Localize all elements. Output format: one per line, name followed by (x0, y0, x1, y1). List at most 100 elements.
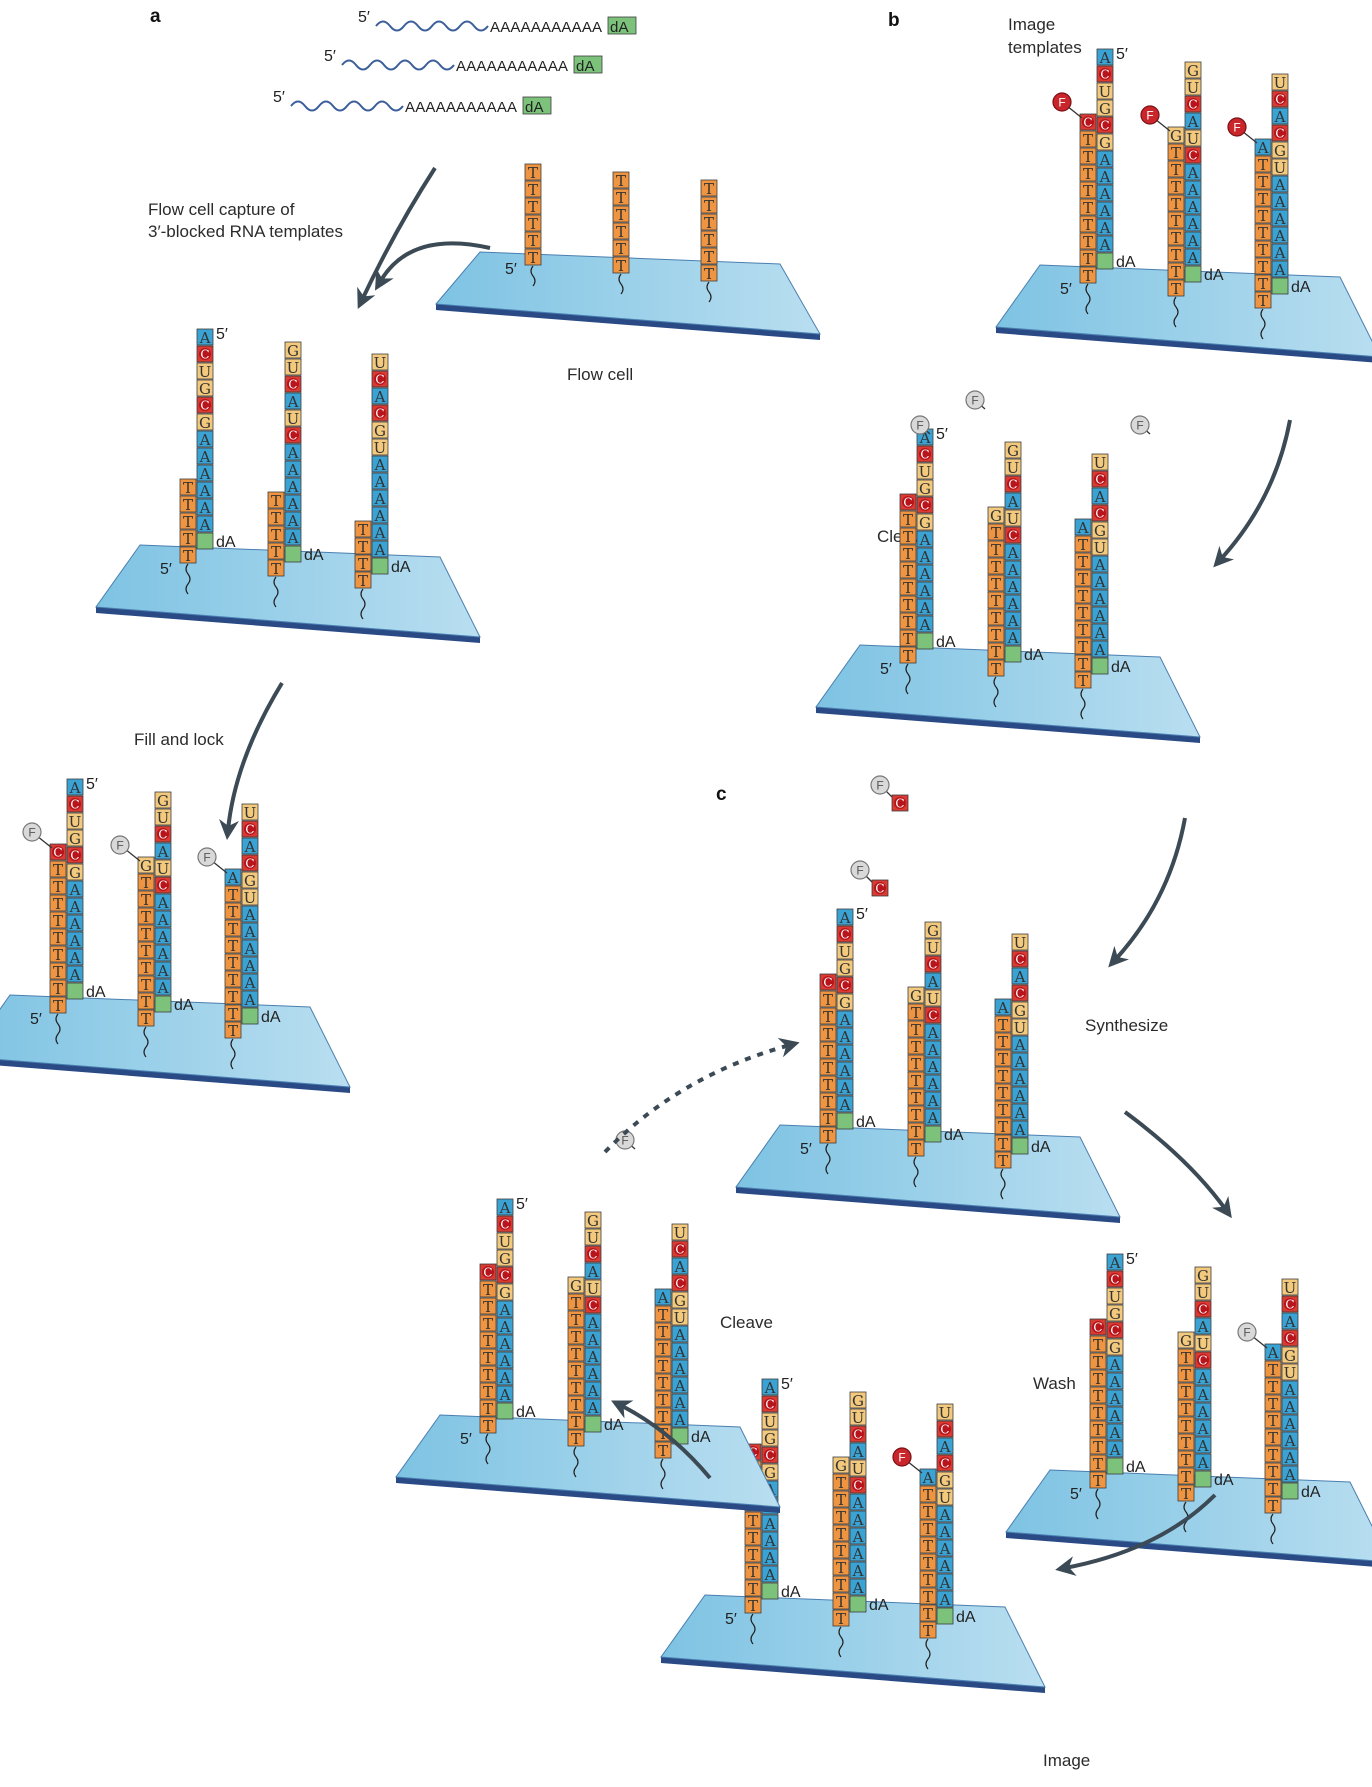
nucleotide-letter: C (70, 798, 79, 812)
nucleotide-letter: T (748, 1563, 758, 1581)
nucleotide-square (371, 455, 389, 473)
nucleotide-letter: T (1083, 250, 1093, 268)
nucleotide-letter: A (244, 923, 256, 941)
nucleotide-letter: C (588, 1248, 597, 1262)
nucleotide-square (1074, 569, 1092, 587)
nucleotide-square (66, 931, 84, 949)
surface-linker (750, 1613, 756, 1645)
nucleotide-dot (1099, 119, 1111, 131)
nucleotide-letter: A (1187, 198, 1199, 216)
dA-block (496, 1402, 514, 1420)
nucleotide-square (137, 1009, 155, 1027)
nucleotide-letter: T (823, 1008, 833, 1026)
poly-a-tail: AAAAAAAAAAA (405, 99, 517, 116)
nucleotide-letter: C (675, 1243, 684, 1257)
nucleotide-square (284, 358, 302, 376)
image-result: ACUGCGAAAAAAdA5′TTTTTTTTTC5′GUCAUCAAAAAA… (660, 1376, 1046, 1693)
nucleotide-square (1004, 560, 1022, 578)
fluorophore-icon (1130, 415, 1150, 435)
nucleotide-square (241, 871, 259, 889)
nucleotide-square (899, 578, 917, 596)
nucleotide-letter: T (836, 1542, 846, 1560)
nucleotide-letter: A (199, 516, 211, 534)
nucleotide-letter: T (358, 538, 368, 556)
nucleotide-letter: A (674, 1343, 686, 1361)
nucleotide-letter: G (69, 830, 81, 848)
fluorophore-letter: F (1243, 1326, 1250, 1340)
nucleotide-square (1106, 1406, 1124, 1424)
nucleotide-square (849, 1544, 867, 1562)
nucleotide-square (916, 615, 934, 633)
nucleotide-letter: A (1274, 176, 1286, 194)
five-prime-label: 5′ (1126, 1251, 1138, 1268)
nucleotide-square (1091, 640, 1109, 658)
nucleotide-letter: T (998, 1135, 1008, 1153)
nucleotide-square (137, 975, 155, 993)
nucleotide-square (1089, 1437, 1107, 1455)
nucleotide-square (761, 1548, 779, 1566)
nucleotide-square (994, 1083, 1012, 1101)
nucleotide-letter: T (998, 1101, 1008, 1119)
nucleotide-letter: A (244, 957, 256, 975)
nucleotide-letter: C (1198, 1354, 1207, 1368)
nucleotide-letter: A (1274, 108, 1286, 126)
nucleotide-letter: A (1197, 1454, 1209, 1472)
nucleotide-square (1096, 48, 1114, 66)
nucleotide-letter: A (157, 843, 169, 861)
nucleotide-letter: A (1197, 1369, 1209, 1387)
nucleotide-square (899, 527, 917, 545)
nucleotide-dot (157, 879, 169, 891)
surface-linker (838, 1626, 844, 1658)
nucleotide-letter: T (704, 214, 714, 232)
nucleotide-square (936, 1556, 954, 1574)
nucleotide-letter: G (910, 987, 922, 1005)
nucleotide-letter: G (1007, 442, 1019, 460)
nucleotide-square (987, 523, 1005, 541)
nucleotide-letter: A (1197, 1386, 1209, 1404)
nucleotide-square (1281, 1431, 1299, 1449)
nucleotide-letter: A (199, 499, 211, 517)
nucleotide-square (924, 1091, 942, 1109)
nucleotide-letter: C (875, 882, 884, 896)
dA-label: dA (869, 1597, 889, 1614)
nucleotide-letter: A (1284, 1466, 1296, 1484)
nucleotide-dot (919, 499, 931, 511)
nucleotide-square (994, 1015, 1012, 1033)
nucleotide-square (924, 1040, 942, 1058)
nucleotide-letter: A (939, 1523, 951, 1541)
nucleotide-dot (244, 857, 256, 869)
nucleotide-square (496, 1368, 514, 1386)
dA-block (284, 545, 302, 563)
nucleotide-letter: A (199, 448, 211, 466)
dA-label: dA (944, 1127, 964, 1144)
dA-block (154, 995, 172, 1013)
nucleotide-letter: T (823, 1076, 833, 1094)
nucleotide-letter: T (911, 1021, 921, 1039)
nucleotide-square (1091, 606, 1109, 624)
nucleotide-letter: T (1258, 292, 1268, 310)
fluorophore-icon (22, 822, 42, 842)
nucleotide-square (612, 256, 630, 274)
nucleotide-square (994, 998, 1012, 1016)
nucleotide-letter: A (1197, 1437, 1209, 1455)
nucleotide-square (49, 928, 67, 946)
nucleotide-letter: U (1014, 934, 1027, 952)
nucleotide-square (479, 1382, 497, 1400)
nucleotide-letter: T (903, 562, 913, 580)
nucleotide-square (700, 213, 718, 231)
nucleotide-square (241, 956, 259, 974)
nucleotide-square (1184, 214, 1202, 232)
nucleotide-letter: T (911, 1038, 921, 1056)
nucleotide-square (936, 1471, 954, 1489)
nucleotide-letter: T (923, 1605, 933, 1623)
nucleotide-dot (1187, 98, 1199, 110)
nucleotide-letter: T (483, 1298, 493, 1316)
nucleotide-letter: T (704, 248, 714, 266)
nucleotide-letter: U (587, 1280, 600, 1298)
nucleotide-square (479, 1365, 497, 1383)
nucleotide-letter: T (1268, 1361, 1278, 1379)
nucleotide-letter: G (1094, 522, 1106, 540)
fluorophore-letter: F (916, 419, 923, 433)
rna-five-prime-label: 5′ (358, 9, 370, 26)
